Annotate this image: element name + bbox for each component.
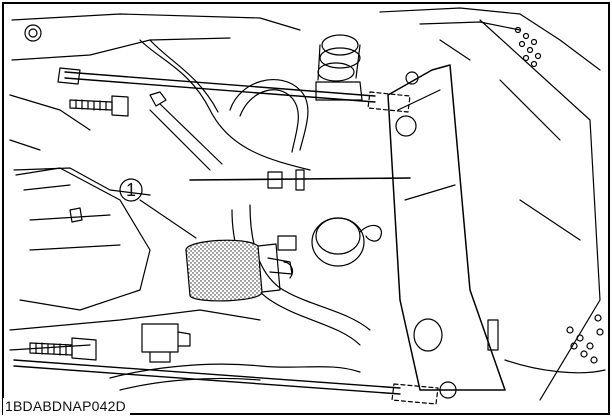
- cable-clamp: [267, 169, 305, 191]
- lower-hose: [109, 363, 361, 391]
- bracket-hole-lower: [413, 318, 443, 352]
- fuel-filter: [185, 239, 293, 302]
- mid-clamp-right: [277, 235, 297, 279]
- upper-body-panel: [11, 13, 301, 61]
- lower-right-strap: [504, 359, 606, 374]
- upper-rod-end-left: [57, 67, 81, 85]
- diagonal-shaft: [149, 103, 223, 171]
- left-lower-frame: [9, 309, 261, 351]
- clamp-upper: [149, 91, 167, 107]
- upper-wire-harness: [139, 39, 311, 171]
- lower-bolt: [29, 337, 97, 361]
- reservoir-cap: [311, 217, 382, 267]
- left-wall-lines: [9, 94, 151, 196]
- upper-bolt: [69, 95, 129, 117]
- electrical-connector: [141, 323, 191, 363]
- main-cable: [189, 177, 411, 181]
- callout-circle: [119, 178, 143, 202]
- upper-rod: [64, 71, 376, 103]
- callout-leader-line: [139, 199, 197, 239]
- bracket-bolt-top: [405, 71, 419, 85]
- callout-number-1: 1: [125, 180, 136, 200]
- mid-bolt: [69, 207, 83, 223]
- top-left-bolt: [24, 24, 42, 42]
- right-side-panel: [479, 19, 604, 401]
- lower-rod: [13, 359, 401, 395]
- top-right-structure: [379, 7, 601, 71]
- figure-code-label: 1BDABDNAP042D: [3, 398, 130, 415]
- upper-rod-end-right: [367, 91, 411, 113]
- curved-hose-upper: [229, 79, 309, 153]
- left-engine-block: [15, 167, 151, 311]
- lower-rod-end: [391, 383, 439, 405]
- rubber-mount: [315, 34, 363, 101]
